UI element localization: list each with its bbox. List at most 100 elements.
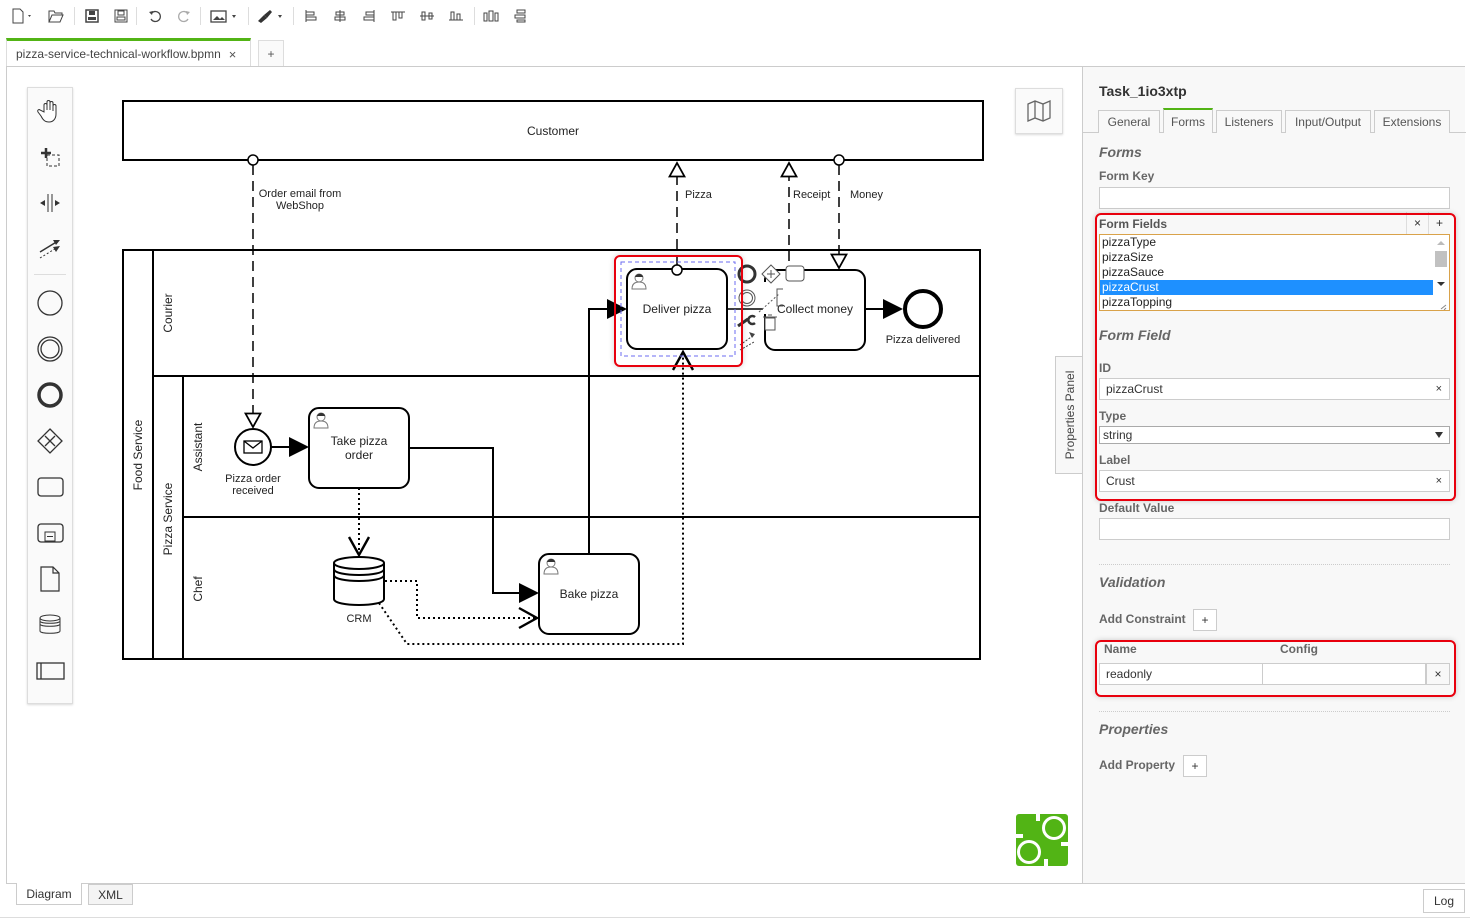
data-association-crm-to-bake[interactable] xyxy=(385,580,540,630)
minimap-toggle-button[interactable] xyxy=(1015,88,1063,134)
label-input[interactable]: Crust × xyxy=(1099,470,1450,492)
align-bottom-button[interactable] xyxy=(448,5,464,27)
bpmn-canvas[interactable]: Customer Food Service Courier Pizza Serv… xyxy=(7,67,1082,883)
align-top-button[interactable] xyxy=(390,5,406,27)
distribute-vertical-icon xyxy=(514,9,526,23)
task-bake-pizza[interactable]: Bake pizza xyxy=(538,553,640,635)
append-gateway-icon[interactable] xyxy=(761,264,781,284)
append-task-icon[interactable] xyxy=(785,265,805,282)
default-value-input[interactable] xyxy=(1099,518,1450,540)
create-start-event[interactable] xyxy=(31,284,69,322)
sequence-flow-bake-to-deliver[interactable] xyxy=(588,299,627,553)
create-subprocess[interactable] xyxy=(31,514,69,552)
form-field-item[interactable]: pizzaSauce xyxy=(1102,265,1165,279)
form-field-item[interactable]: pizzaTopping xyxy=(1102,295,1173,309)
distribute-vertical-button[interactable] xyxy=(512,5,528,27)
tab-input-output[interactable]: Input/Output xyxy=(1285,110,1371,133)
global-connect-tool[interactable] xyxy=(31,230,69,268)
remove-form-field-button[interactable]: × xyxy=(1406,212,1428,234)
data-association-crm-to-deliver[interactable] xyxy=(378,349,695,645)
delete-trash-icon[interactable] xyxy=(763,314,777,331)
create-data-object[interactable] xyxy=(31,560,69,598)
tab-diagram[interactable]: Diagram xyxy=(16,883,82,905)
task-take-pizza-order[interactable]: Take pizza order xyxy=(308,407,410,489)
align-left-button[interactable] xyxy=(303,5,319,27)
lane-assistant[interactable]: Assistant xyxy=(191,422,205,471)
append-text-annotation-icon[interactable] xyxy=(776,288,783,307)
lane-courier[interactable]: Courier xyxy=(153,293,980,377)
tab-xml[interactable]: XML xyxy=(88,884,133,905)
new-file-button[interactable] xyxy=(10,5,36,27)
message-pizza-label: Pizza xyxy=(685,189,713,201)
lasso-tool[interactable] xyxy=(31,138,69,176)
redo-icon xyxy=(178,10,190,23)
add-constraint-button[interactable]: + xyxy=(1193,609,1217,631)
save-as-button[interactable] xyxy=(113,5,129,27)
space-tool[interactable] xyxy=(31,184,69,222)
form-key-input[interactable] xyxy=(1099,187,1450,209)
form-fields-scrollbar[interactable] xyxy=(1433,235,1449,310)
constraint-name-input[interactable]: readonly xyxy=(1099,663,1263,685)
close-tab-icon[interactable]: × xyxy=(228,46,237,62)
log-button[interactable]: Log xyxy=(1423,889,1465,913)
add-property-button[interactable]: + xyxy=(1183,755,1207,777)
id-input[interactable]: pizzaCrust × xyxy=(1099,378,1450,400)
align-right-button[interactable] xyxy=(361,5,377,27)
distribute-horizontal-button[interactable] xyxy=(483,5,499,27)
pool-customer[interactable]: Customer xyxy=(122,100,984,161)
change-type-wrench-icon[interactable] xyxy=(737,314,756,328)
align-middle-icon xyxy=(420,11,434,21)
clear-label-icon[interactable]: × xyxy=(1435,475,1442,487)
connect-arrow-icon[interactable] xyxy=(739,332,755,351)
data-store-crm[interactable]: CRM xyxy=(333,556,385,625)
camunda-logo xyxy=(1016,814,1068,866)
lane-chef[interactable]: Chef xyxy=(183,516,980,602)
edit-tools-button[interactable] xyxy=(256,5,286,27)
tab-extensions[interactable]: Extensions xyxy=(1374,110,1450,133)
save-button[interactable] xyxy=(84,5,100,27)
clear-id-icon[interactable]: × xyxy=(1435,383,1442,395)
append-intermediate-event-icon[interactable] xyxy=(738,289,756,307)
export-image-button[interactable] xyxy=(210,5,240,27)
file-tab-active[interactable]: pizza-service-technical-workflow.bpmn × xyxy=(6,38,251,67)
message-flow-money[interactable]: Money xyxy=(834,154,884,268)
align-middle-button[interactable] xyxy=(419,5,435,27)
form-field-item-selected[interactable]: pizzaCrust xyxy=(1100,280,1433,295)
open-file-button[interactable] xyxy=(46,5,66,27)
remove-constraint-button[interactable]: × xyxy=(1426,663,1450,685)
add-form-field-button[interactable]: + xyxy=(1428,212,1450,234)
type-select[interactable]: string xyxy=(1099,426,1450,444)
redo-button[interactable] xyxy=(175,5,193,27)
create-pool[interactable] xyxy=(31,652,69,690)
save-as-icon xyxy=(114,9,128,23)
form-field-item[interactable]: pizzaType xyxy=(1102,235,1157,249)
start-event-pizza-order[interactable]: Pizza order received xyxy=(225,428,281,497)
task-collect-money[interactable]: Collect money xyxy=(763,269,866,351)
context-pad xyxy=(737,264,805,351)
properties-panel-toggle[interactable]: Properties Panel xyxy=(1055,356,1083,474)
create-data-store[interactable] xyxy=(31,606,69,644)
form-fields-list[interactable]: pizzaType pizzaSize pizzaSauce pizzaCrus… xyxy=(1099,234,1450,311)
sequence-flow-take-to-bake[interactable] xyxy=(409,447,539,603)
create-task[interactable] xyxy=(31,468,69,506)
create-end-event[interactable] xyxy=(31,376,69,414)
tab-listeners[interactable]: Listeners xyxy=(1216,110,1282,133)
align-center-button[interactable] xyxy=(332,5,348,27)
message-flow-receipt[interactable]: Receipt xyxy=(789,163,830,277)
tab-forms[interactable]: Forms xyxy=(1163,108,1213,133)
undo-button[interactable] xyxy=(146,5,164,27)
append-end-event-icon[interactable] xyxy=(737,264,757,284)
data-store-icon xyxy=(39,614,61,634)
end-event-pizza-delivered[interactable]: Pizza delivered xyxy=(886,289,961,346)
hand-tool[interactable] xyxy=(31,92,69,130)
task-deliver-pizza[interactable]: Deliver pizza xyxy=(620,261,736,357)
pool-customer-label: Customer xyxy=(527,124,579,138)
constraint-config-input[interactable] xyxy=(1262,663,1426,685)
add-tab-button[interactable]: + xyxy=(258,40,284,67)
create-intermediate-event[interactable] xyxy=(31,330,69,368)
form-field-item[interactable]: pizzaSize xyxy=(1102,250,1154,264)
create-gateway[interactable] xyxy=(31,422,69,460)
message-flow-order[interactable]: Order email from WebShop xyxy=(248,154,341,427)
align-center-icon xyxy=(334,10,346,22)
tab-general[interactable]: General xyxy=(1098,110,1160,133)
